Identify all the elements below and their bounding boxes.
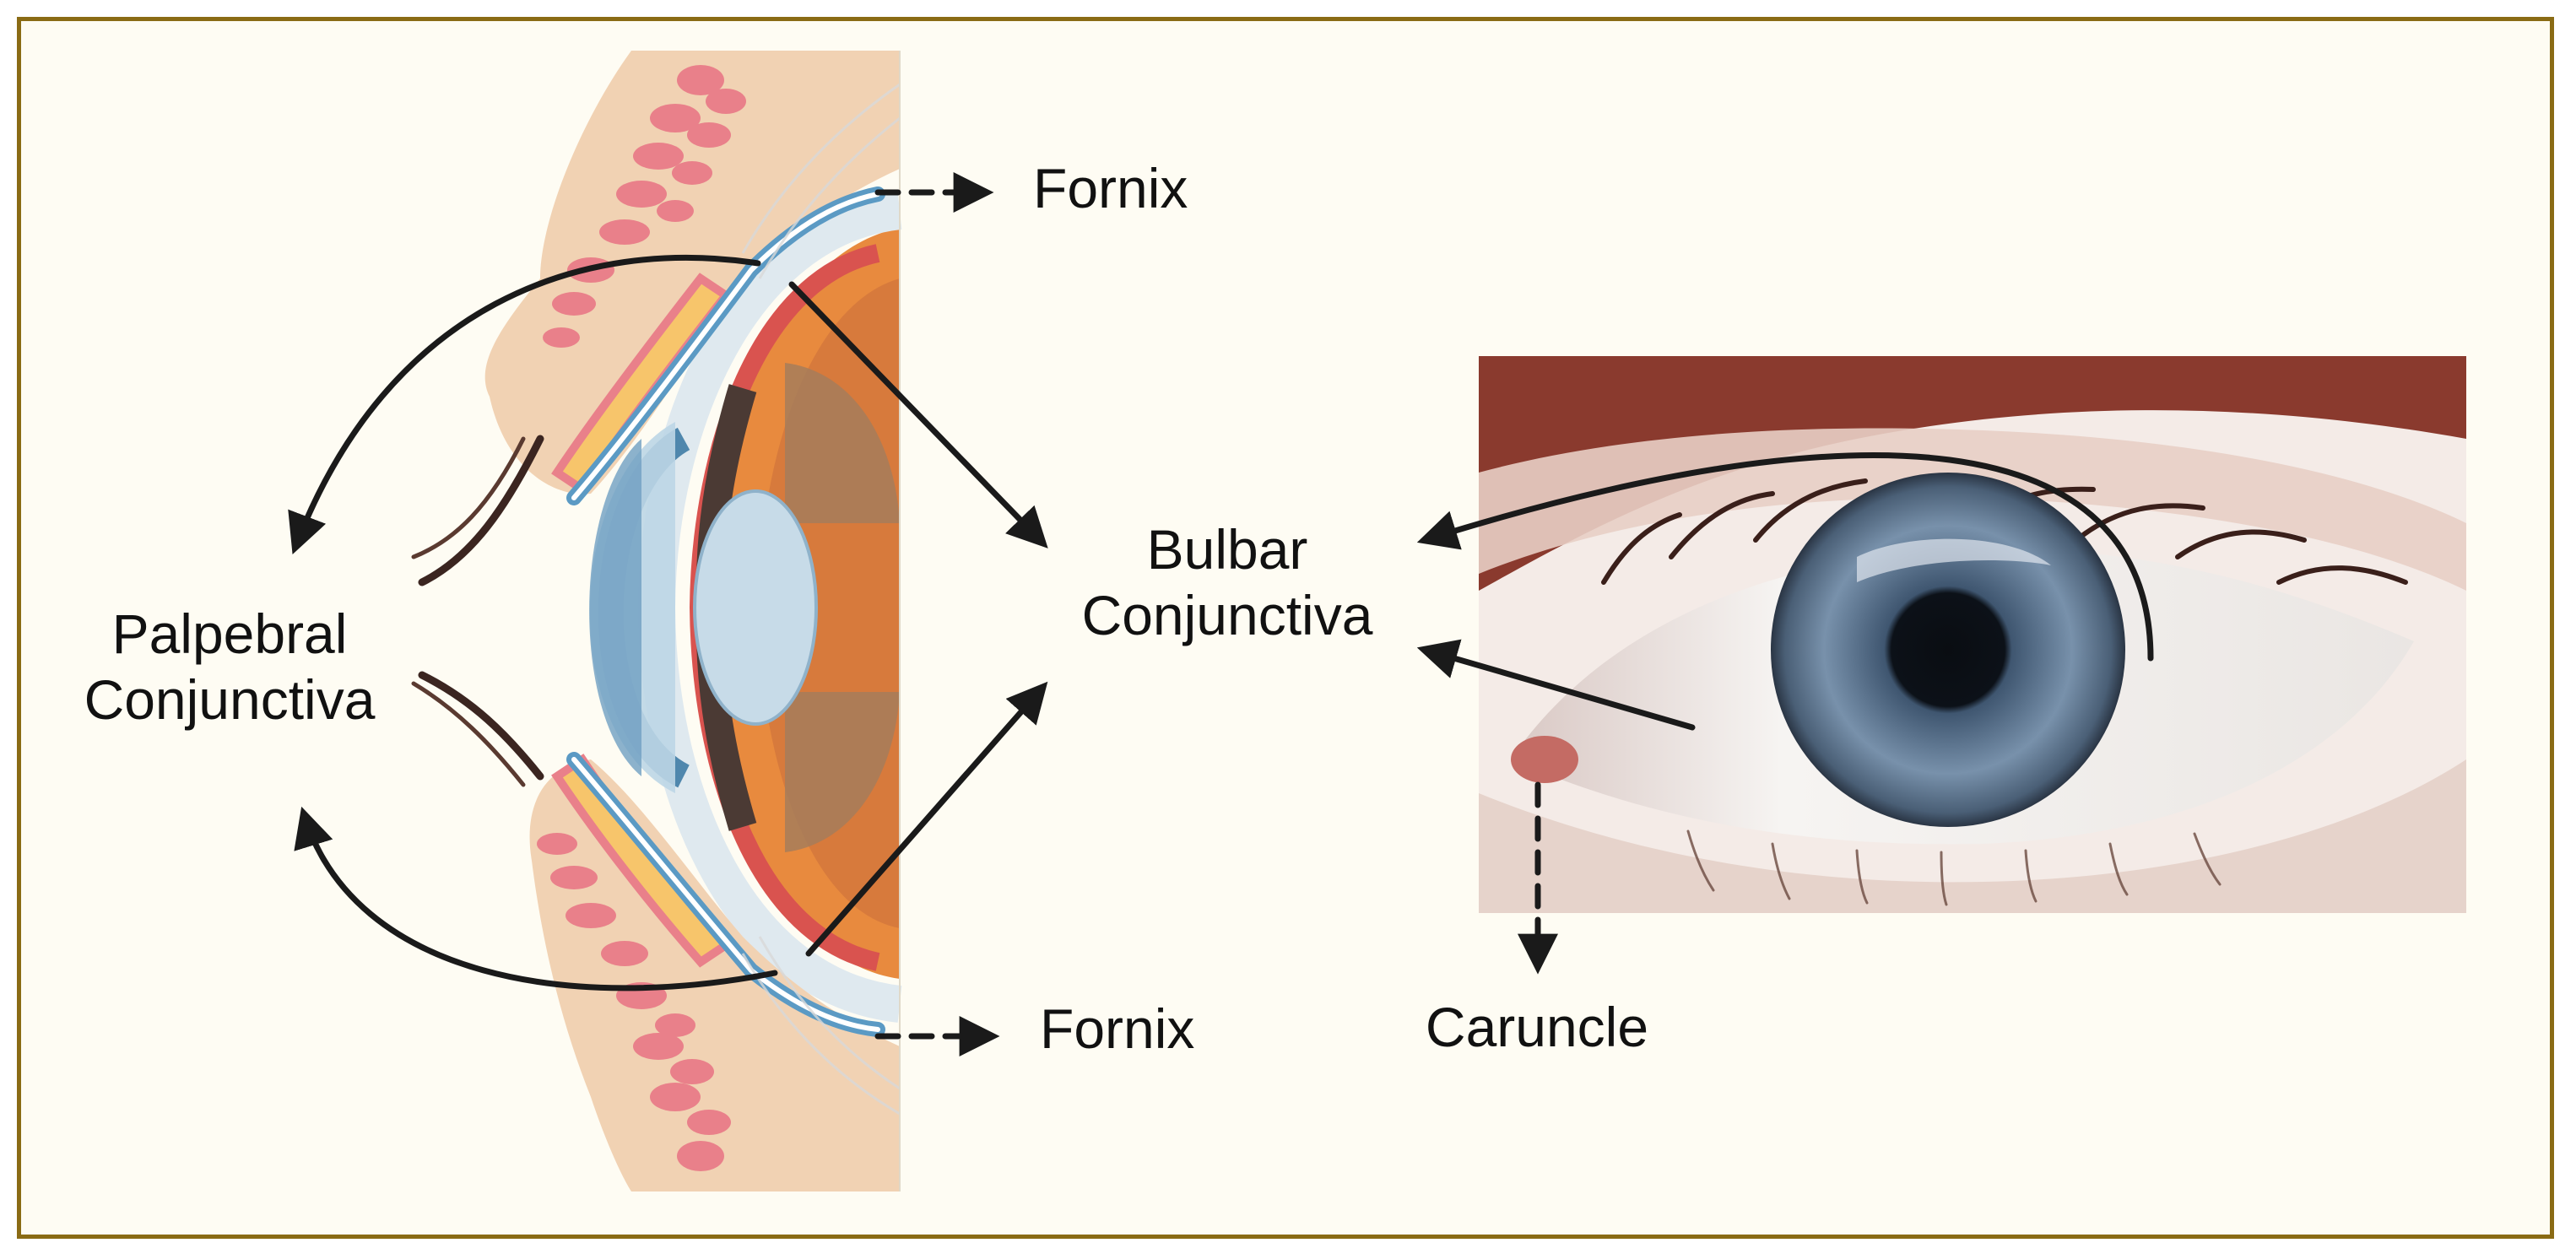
annotation-arrows [288, 172, 2154, 1056]
bulbar-conjunctiva-label: Bulbar Conjunctiva [1081, 518, 1373, 646]
bulbar-photo-upper-arrow [1416, 452, 2154, 662]
bulbar-upper-arrow [788, 281, 1048, 548]
lens-shape [693, 489, 818, 726]
iris-shape [1771, 473, 2125, 827]
caruncle-label: Caruncle [1425, 996, 1649, 1058]
palpebral-upper-arrow [288, 254, 761, 554]
bulbar-photo-lower-arrow [1416, 639, 1696, 731]
bulbar-lower-arrow [805, 681, 1048, 957]
eyelid-cross-section-illustration [411, 51, 902, 1191]
fornix-bottom-label: Fornix [1040, 997, 1195, 1060]
fornix-top-label: Fornix [1033, 157, 1188, 219]
palpebral-lower-arrow [294, 806, 778, 992]
palpebral-conjunctiva-label: Palpebral Conjunctiva [84, 602, 376, 731]
eye-photograph [1479, 356, 2466, 913]
